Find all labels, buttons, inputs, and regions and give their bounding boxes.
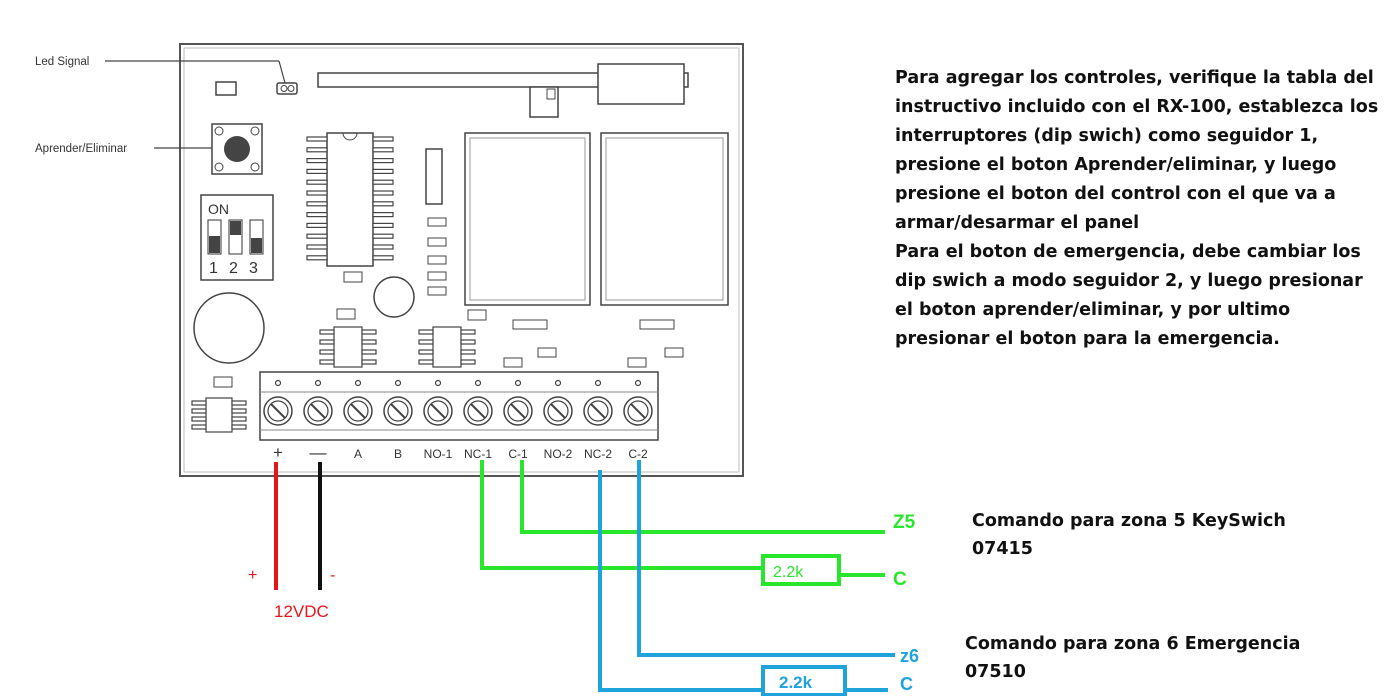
terminal-screw-icon <box>263 396 293 426</box>
dip-switch: ON 1 2 3 <box>200 194 274 281</box>
terminal-label: + <box>273 443 283 462</box>
dip-number-2: 2 <box>229 260 238 277</box>
terminal-screw-icon <box>463 396 493 426</box>
learn-delete-label: Aprender/Eliminar <box>35 143 127 155</box>
terminal-label: A <box>354 447 362 461</box>
terminal-screw-icon <box>343 396 373 426</box>
zone6-title: Comando para zona 6 Emergencia <box>965 634 1301 654</box>
power-plus-label: + <box>248 567 257 584</box>
terminal-label: C-2 <box>628 447 648 461</box>
instructions-text: Para agregar los controles, verifique la… <box>895 64 1385 354</box>
dip-number-3: 3 <box>249 260 258 277</box>
terminal-pin-hole <box>354 379 362 387</box>
terminal-pin-hole <box>434 379 442 387</box>
buzzer-icon <box>193 292 265 364</box>
relay-1 <box>464 132 591 306</box>
zone5-c-label: C <box>893 569 907 590</box>
zone6-resistor-label: 2.2k <box>779 673 813 692</box>
led-signal-label: Led Signal <box>35 56 89 68</box>
terminal-label: — <box>310 443 327 462</box>
terminal-pin-hole <box>514 379 522 387</box>
terminal-label: C-1 <box>508 447 528 461</box>
zone5-resistor <box>761 554 841 586</box>
terminal-screw-icon <box>623 396 653 426</box>
zone6-c-label: C <box>900 674 913 694</box>
zone5-nc1-wire <box>480 460 763 570</box>
antenna-strip <box>317 72 689 88</box>
zone6-z6-label: z6 <box>900 646 919 666</box>
small-ic-chip <box>191 397 247 433</box>
terminal-pin-hole <box>634 379 642 387</box>
zone6-description: Comando para zona 6 Emergencia 07510 <box>965 630 1300 686</box>
terminal-label: NO-2 <box>544 447 573 461</box>
terminal-pin-hole <box>474 379 482 387</box>
terminal-pin-hole <box>594 379 602 387</box>
small-ic-chip <box>319 326 377 368</box>
power-voltage-label: 12VDC <box>274 602 329 621</box>
zone5-z5-label: Z5 <box>893 512 916 533</box>
terminal-pin-hole <box>314 379 322 387</box>
relay-2 <box>600 132 729 306</box>
zone6-resistor <box>761 665 847 696</box>
zone6-nc2-wire <box>598 470 763 692</box>
terminal-screw-icon <box>583 396 613 426</box>
zone5-description: Comando para zona 5 KeySwich 07415 <box>972 507 1286 563</box>
terminal-screw-icon <box>383 396 413 426</box>
terminal-screw-icon <box>543 396 573 426</box>
terminal-screw-icon <box>423 396 453 426</box>
terminal-label: NO-1 <box>424 447 453 461</box>
zone5-c1-wire <box>520 460 885 534</box>
terminal-pin-hole <box>274 379 282 387</box>
terminal-screw-icon <box>503 396 533 426</box>
learn-delete-button <box>211 123 263 175</box>
dip-on-label: ON <box>208 201 229 217</box>
small-ic-chip <box>418 326 476 368</box>
led-icon <box>276 82 298 95</box>
zone5-title: Comando para zona 5 KeySwich <box>972 511 1286 531</box>
instructions-paragraph-2: Para el boton de emergencia, debe cambia… <box>895 242 1363 349</box>
terminal-label: NC-2 <box>584 447 612 461</box>
main-ic-chip <box>326 132 374 267</box>
power-minus-label: - <box>330 567 335 584</box>
terminal-pin-hole <box>554 379 562 387</box>
dip-number-1: 1 <box>209 260 218 277</box>
terminal-pin-hole <box>394 379 402 387</box>
instructions-paragraph-1: Para agregar los controles, verifique la… <box>895 68 1379 233</box>
zone5-code: 07415 <box>972 539 1033 559</box>
terminal-screw-icon <box>303 396 333 426</box>
zone5-resistor-label: 2.2k <box>773 564 804 581</box>
zone6-code: 07510 <box>965 662 1026 682</box>
zone6-c2-wire <box>637 460 895 657</box>
terminal-label: B <box>394 447 402 461</box>
terminal-label: NC-1 <box>464 447 492 461</box>
